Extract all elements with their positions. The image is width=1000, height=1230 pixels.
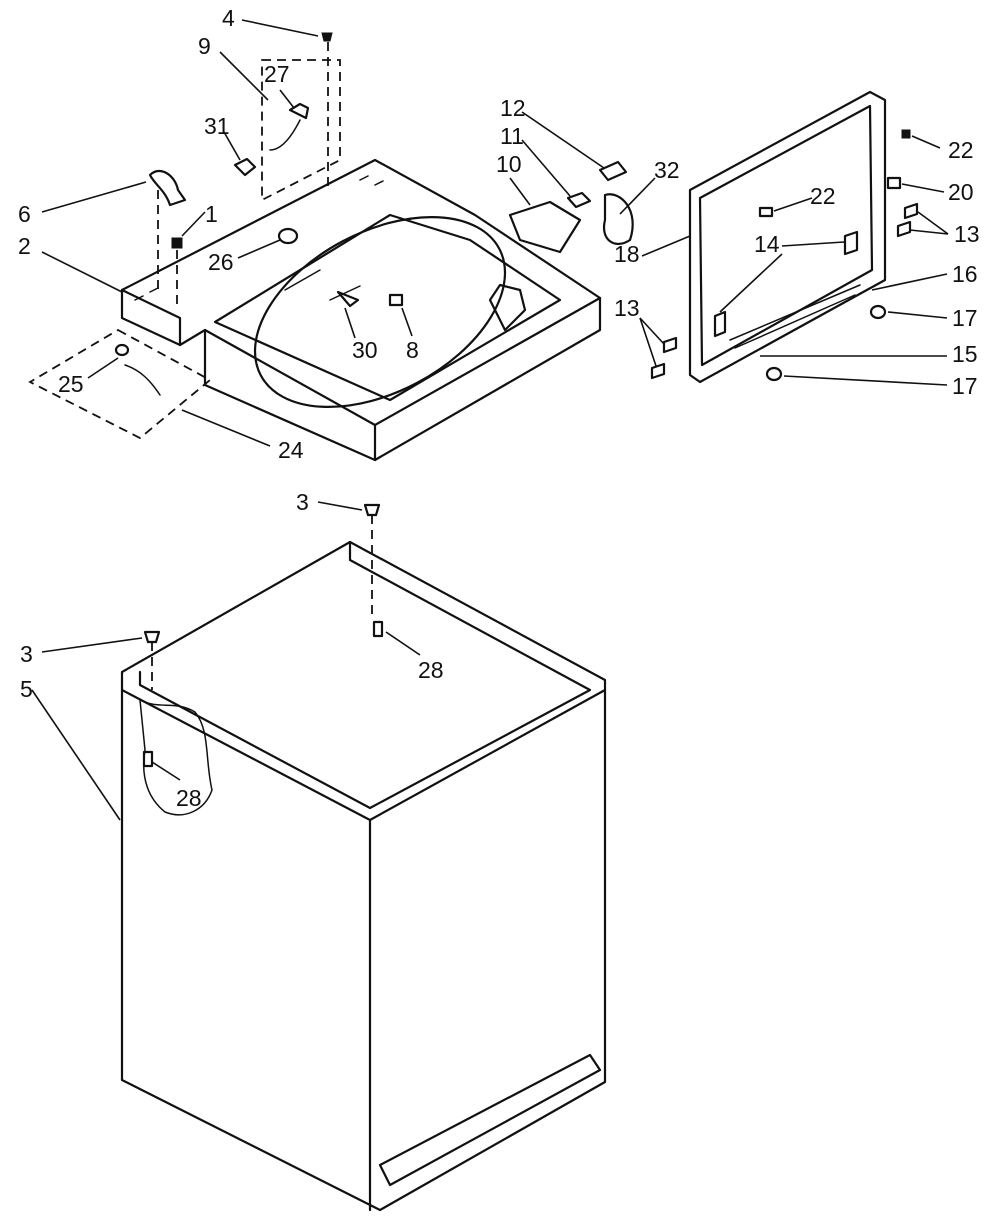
callout-27: 27	[264, 61, 290, 87]
callout-30: 30	[352, 337, 378, 363]
callout-32: 32	[654, 157, 680, 183]
callout-15: 15	[952, 341, 978, 367]
callout-5: 5	[20, 676, 33, 702]
callout-2: 2	[18, 233, 31, 259]
callout-14: 14	[754, 231, 780, 257]
callout-4: 4	[222, 5, 235, 31]
callout-9: 9	[198, 33, 211, 59]
callout-24: 24	[278, 437, 304, 463]
leader-lines	[31, 19, 949, 821]
callout-17-top: 17	[952, 305, 978, 331]
cabinet	[120, 540, 607, 1212]
callout-11: 11	[500, 123, 524, 149]
callout-12: 12	[500, 95, 526, 121]
callout-8: 8	[406, 337, 419, 363]
callout-22-inner: 22	[810, 183, 836, 209]
small-parts	[28, 32, 919, 768]
callout-13-right: 13	[954, 221, 980, 247]
callout-3-lower: 3	[20, 641, 33, 667]
callout-6: 6	[18, 201, 31, 227]
callout-26: 26	[208, 249, 234, 275]
callout-28-upper: 28	[418, 657, 444, 683]
callout-1: 1	[205, 201, 218, 227]
callout-22-top: 22	[948, 137, 974, 163]
callout-13-left: 13	[614, 295, 640, 321]
callout-31: 31	[204, 113, 230, 139]
callout-20: 20	[948, 179, 974, 205]
callout-17-bottom: 17	[952, 373, 978, 399]
callout-labels: 4 9 27 31 6 1 2 26 30 8 25 24 12 11 10 3…	[18, 5, 980, 811]
top-panel	[120, 158, 602, 462]
lid	[688, 90, 887, 384]
callout-18: 18	[614, 241, 640, 267]
callout-28-lower: 28	[176, 785, 202, 811]
callout-25: 25	[58, 371, 84, 397]
callout-16: 16	[952, 261, 978, 287]
callout-10: 10	[496, 151, 522, 177]
callout-3-upper: 3	[296, 489, 309, 515]
